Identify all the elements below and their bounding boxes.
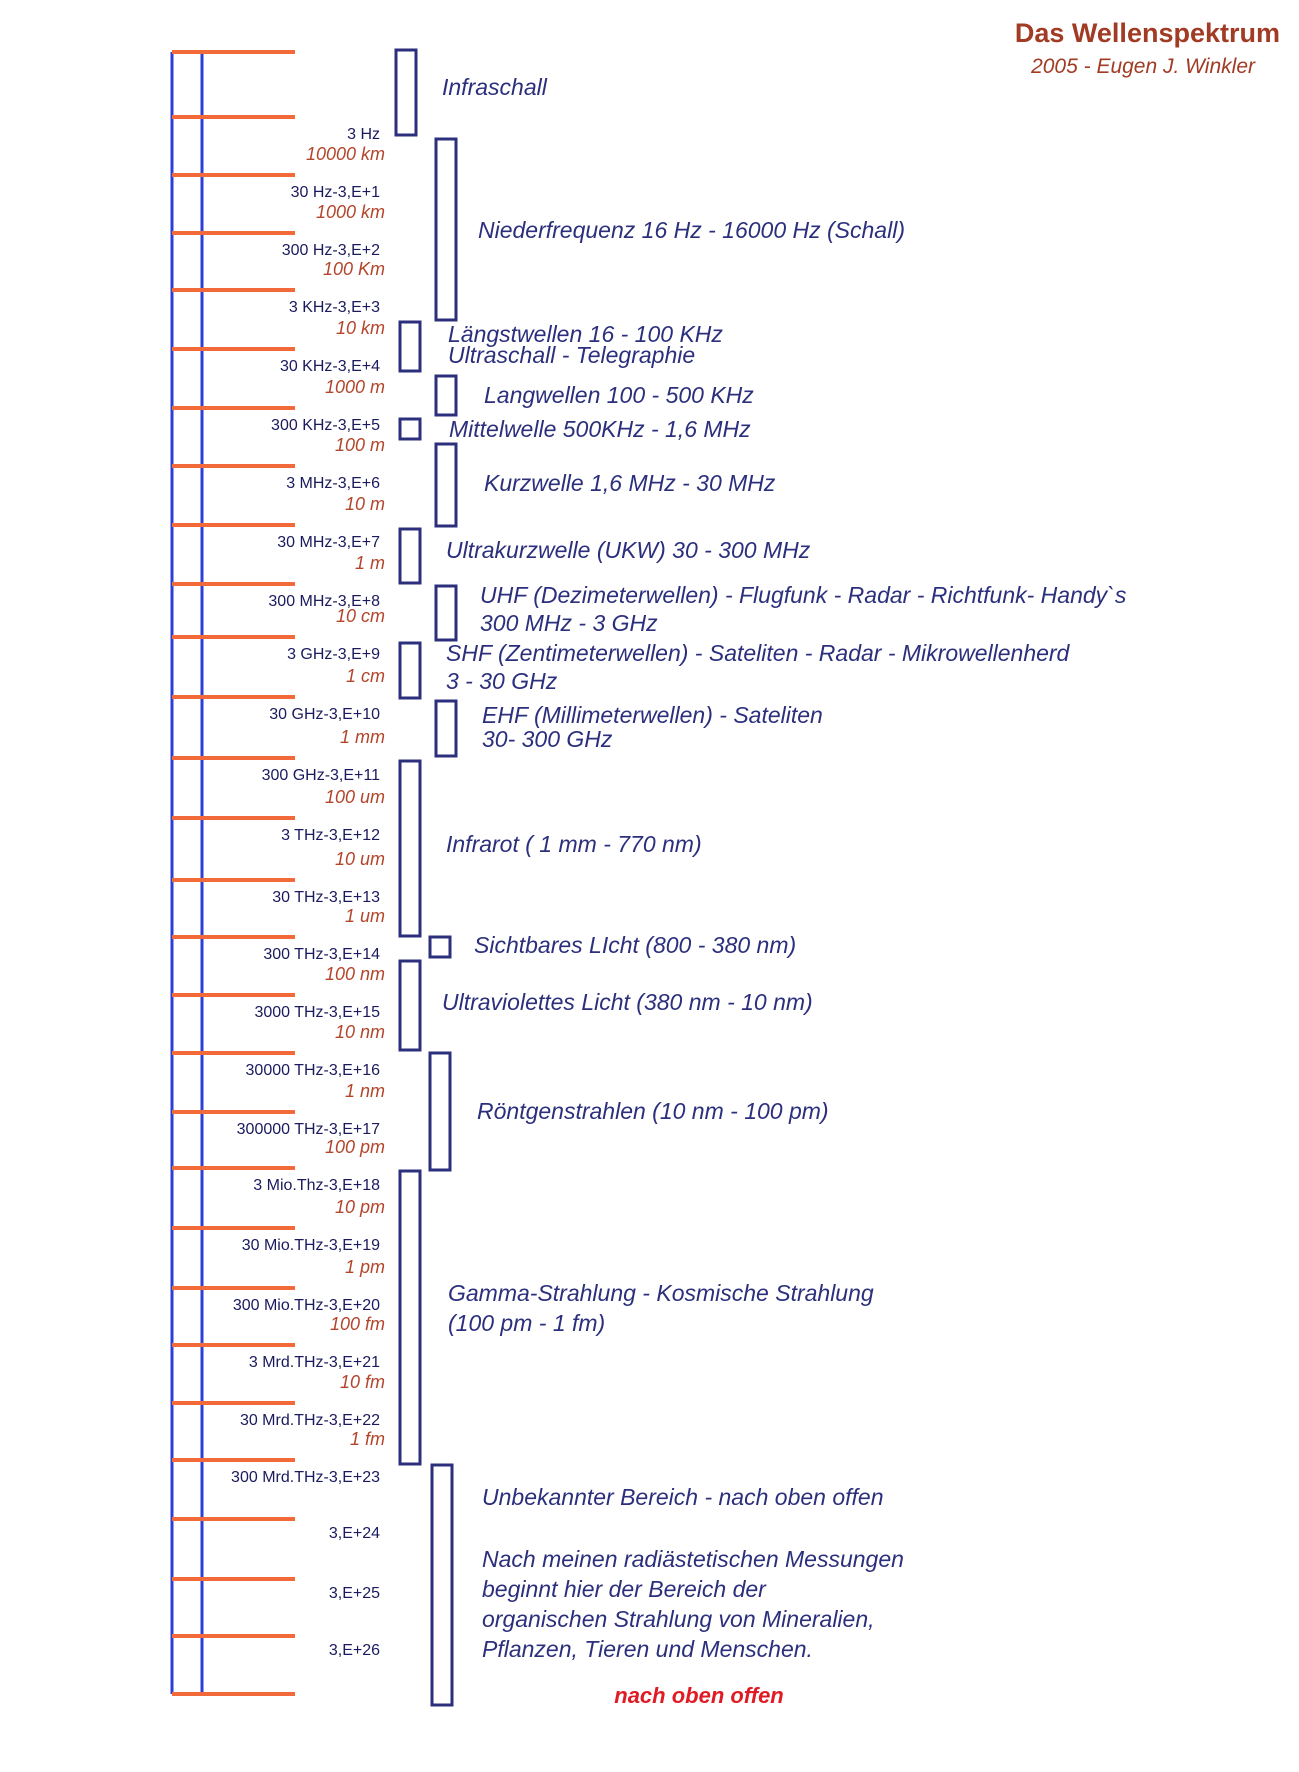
band-box xyxy=(434,442,458,528)
band-label: Langwellen 100 - 500 KHz xyxy=(484,382,754,408)
band-label: EHF (Millimeterwellen) - Sateliten xyxy=(482,702,823,728)
frequency-label: 3000 THz-3,E+15 xyxy=(254,1004,380,1021)
wavelength-label: 1 nm xyxy=(344,1081,385,1101)
band-box xyxy=(430,1463,454,1707)
wavelength-label: 1000 m xyxy=(324,377,385,397)
note-line: Nach meinen radiästetischen Messungen xyxy=(482,1546,904,1572)
band-box xyxy=(398,320,422,373)
frequency-label: 3 Mio.Thz-3,E+18 xyxy=(253,1177,380,1194)
band-label: Unbekannter Bereich - nach oben offen xyxy=(482,1484,884,1510)
wavelength-label: 10 pm xyxy=(334,1197,385,1217)
band-label: UHF (Dezimeterwellen) - Flugfunk - Radar… xyxy=(480,582,1127,608)
band-box xyxy=(398,959,422,1052)
frequency-label: 300 THz-3,E+14 xyxy=(263,946,380,963)
band-box xyxy=(428,1051,452,1172)
frequency-label: 3 KHz-3,E+3 xyxy=(288,299,380,316)
wavelength-label: 1 cm xyxy=(345,666,385,686)
frequency-label: 3 THz-3,E+12 xyxy=(281,827,380,844)
wavelength-label: 100 Km xyxy=(322,259,385,279)
band-box xyxy=(398,417,422,441)
frequency-label: 300000 THz-3,E+17 xyxy=(236,1121,380,1138)
band-label: Ultraviolettes Licht (380 nm - 10 nm) xyxy=(442,989,813,1015)
note-line: Pflanzen, Tieren und Menschen. xyxy=(482,1636,813,1662)
band-label: SHF (Zentimeterwellen) - Sateliten - Rad… xyxy=(446,640,1070,666)
band-label: (100 pm - 1 fm) xyxy=(448,1310,606,1336)
frequency-label: 300 Mio.THz-3,E+20 xyxy=(232,1297,380,1314)
frequency-label: 300 MHz-3,E+8 xyxy=(268,593,380,610)
wavelength-label: 10 cm xyxy=(335,606,385,626)
frequency-label: 30 MHz-3,E+7 xyxy=(277,534,380,551)
frequency-label: 3,E+24 xyxy=(328,1525,380,1542)
note-line: beginnt hier der Bereich der xyxy=(482,1576,766,1602)
frequency-label: 3,E+26 xyxy=(328,1642,380,1659)
frequency-label: 30 Hz-3,E+1 xyxy=(290,184,380,201)
band-box xyxy=(394,48,418,137)
frequency-label: 300 Hz-3,E+2 xyxy=(281,242,380,259)
footer-note: nach oben offen xyxy=(614,1683,784,1708)
frequency-label: 30 GHz-3,E+10 xyxy=(269,706,380,723)
band-label: Gamma-Strahlung - Kosmische Strahlung xyxy=(448,1280,874,1306)
band-box xyxy=(434,699,458,758)
band-box xyxy=(398,1169,422,1466)
band-box xyxy=(398,527,422,585)
band-label: Längstwellen 16 - 100 KHz xyxy=(448,321,723,347)
wavelength-label: 10 um xyxy=(334,849,385,869)
frequency-label: 3 Hz xyxy=(347,126,380,143)
wavelength-label: 10 m xyxy=(344,494,385,514)
wavelength-label: 1 m xyxy=(354,553,385,573)
page-title: Das Wellenspektrum xyxy=(1014,18,1280,48)
frequency-label: 300 Mrd.THz-3,E+23 xyxy=(231,1469,380,1486)
wavelength-label: 10 fm xyxy=(339,1372,385,1392)
band-label: Niederfrequenz 16 Hz - 16000 Hz (Schall) xyxy=(478,217,905,243)
wavelength-label: 1 mm xyxy=(340,727,385,747)
frequency-label: 3 GHz-3,E+9 xyxy=(287,646,380,663)
frequency-label: 300 GHz-3,E+11 xyxy=(261,767,380,784)
wavelength-label: 1 pm xyxy=(344,1257,385,1277)
wavelength-label: 100 m xyxy=(334,435,385,455)
band-label: Ultrakurzwelle (UKW) 30 - 300 MHz xyxy=(446,537,811,563)
band-label: 30- 300 GHz xyxy=(482,726,613,752)
band-box xyxy=(434,137,458,322)
frequency-label: 30 Mrd.THz-3,E+22 xyxy=(239,1412,380,1429)
frequency-label: 30 Mio.THz-3,E+19 xyxy=(241,1237,380,1254)
wavelength-label: 100 fm xyxy=(329,1314,385,1334)
frequency-label: 30000 THz-3,E+16 xyxy=(245,1062,380,1079)
frequency-label: 30 KHz-3,E+4 xyxy=(279,358,380,375)
page-subtitle: 2005 - Eugen J. Winkler xyxy=(1031,55,1255,78)
wavelength-label: 10 nm xyxy=(334,1022,385,1042)
band-box xyxy=(398,641,422,700)
band-box xyxy=(428,935,452,959)
frequency-label: 3 Mrd.THz-3,E+21 xyxy=(248,1354,380,1371)
wavelength-label: 10000 km xyxy=(305,144,385,164)
frequency-label: 3,E+25 xyxy=(328,1585,380,1602)
band-label: Röntgenstrahlen (10 nm - 100 pm) xyxy=(477,1098,829,1124)
wavelength-label: 1 um xyxy=(344,906,385,926)
note-line: organischen Strahlung von Mineralien, xyxy=(482,1606,875,1632)
band-label: Sichtbares LIcht (800 - 380 nm) xyxy=(474,932,797,958)
band-label: 3 - 30 GHz xyxy=(446,668,558,694)
band-box xyxy=(434,374,458,417)
wavelength-label: 1 fm xyxy=(349,1429,385,1449)
band-label: Mittelwelle 500KHz - 1,6 MHz xyxy=(449,416,751,442)
wavelength-label: 100 um xyxy=(324,787,385,807)
wavelength-label: 100 pm xyxy=(324,1137,385,1157)
band-box xyxy=(434,584,458,642)
band-box xyxy=(398,759,422,938)
band-label: Infraschall xyxy=(442,74,547,100)
band-label: 300 MHz - 3 GHz xyxy=(480,610,658,636)
wavelength-label: 10 km xyxy=(335,318,385,338)
wavelength-label: 100 nm xyxy=(324,964,385,984)
band-label: Infrarot ( 1 mm - 770 nm) xyxy=(446,831,702,857)
frequency-label: 3 MHz-3,E+6 xyxy=(286,475,380,492)
frequency-label: 300 KHz-3,E+5 xyxy=(271,417,380,434)
band-label: Kurzwelle 1,6 MHz - 30 MHz xyxy=(484,470,776,496)
wavelength-label: 1000 km xyxy=(315,202,385,222)
frequency-label: 30 THz-3,E+13 xyxy=(272,889,380,906)
band-label: Ultraschall - Telegraphie xyxy=(448,342,696,368)
